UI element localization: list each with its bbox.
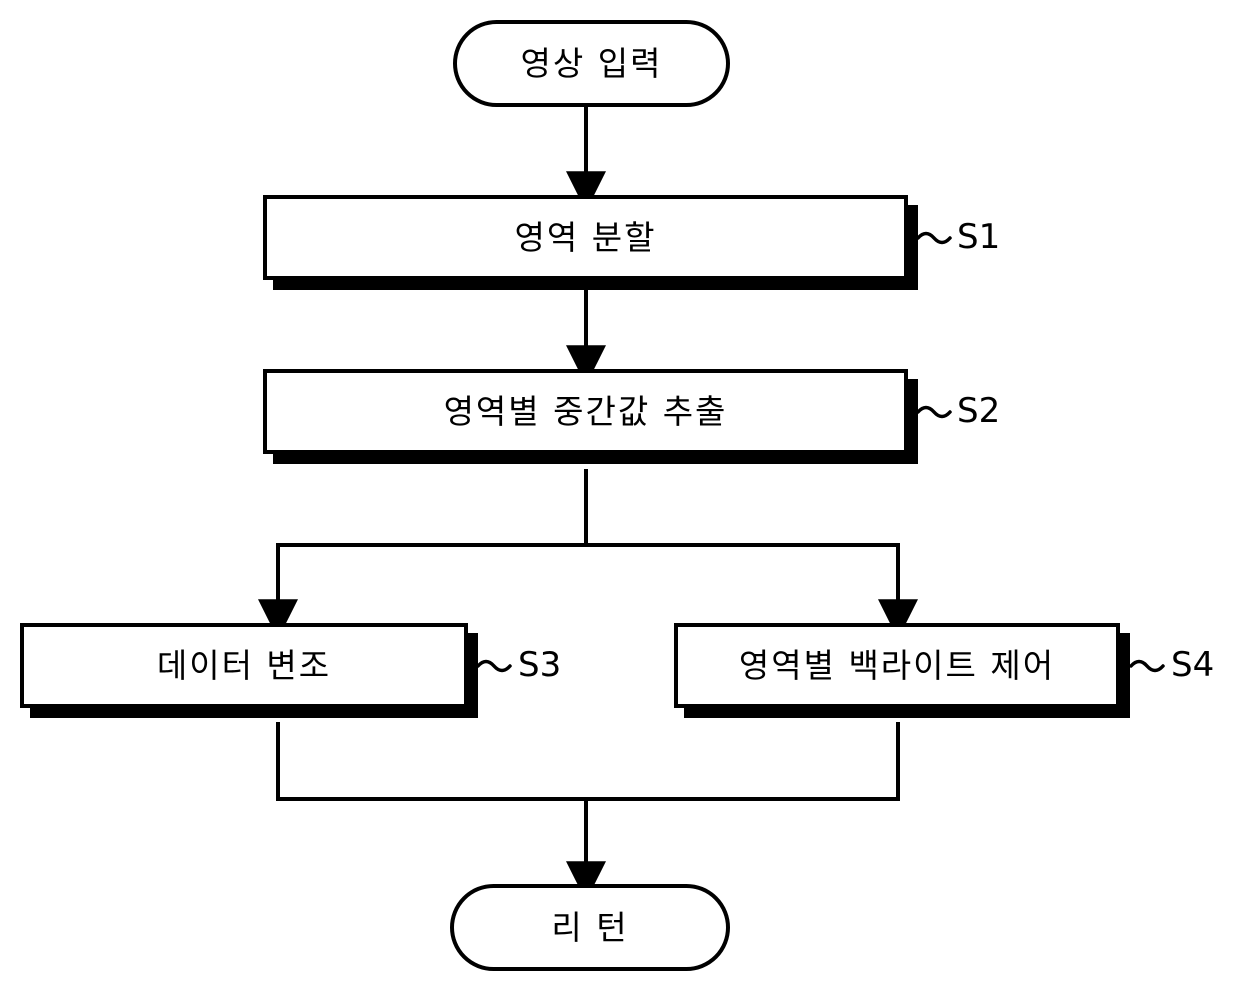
node-start-label: 영상 입력 xyxy=(520,44,663,83)
edge-s2-to-split-bus xyxy=(276,469,900,547)
node-end-label: 리 턴 xyxy=(551,908,629,947)
leader-line-s1 xyxy=(916,231,952,245)
node-s3-box: 데이터 변조 xyxy=(20,623,468,708)
leader-line-s2 xyxy=(916,405,952,419)
node-s2-box: 영역별 중간값 추출 xyxy=(263,369,908,454)
node-s1-region-division[interactable]: 영역 분할 xyxy=(263,195,918,290)
node-s2-median-extraction[interactable]: 영역별 중간값 추출 xyxy=(263,369,918,464)
node-s1-label: 영역 분할 xyxy=(514,218,657,257)
node-s4-label: 영역별 백라이트 제어 xyxy=(738,646,1056,685)
node-end-return[interactable]: 리 턴 xyxy=(450,884,730,971)
node-s4-box: 영역별 백라이트 제어 xyxy=(674,623,1120,708)
node-s4-backlight-control[interactable]: 영역별 백라이트 제어 xyxy=(674,623,1130,718)
node-s1-box: 영역 분할 xyxy=(263,195,908,280)
node-start-image-input[interactable]: 영상 입력 xyxy=(453,20,730,107)
leader-line-s3 xyxy=(476,659,512,673)
step-ref-s2: S2 xyxy=(957,391,1001,431)
leader-line-s4 xyxy=(1129,659,1165,673)
node-s3-data-modulation[interactable]: 데이터 변조 xyxy=(20,623,478,718)
step-ref-s4: S4 xyxy=(1171,645,1215,685)
node-s3-label: 데이터 변조 xyxy=(156,646,332,685)
node-s2-label: 영역별 중간값 추출 xyxy=(443,392,728,431)
edge-merge-bus xyxy=(276,722,900,801)
step-ref-s1: S1 xyxy=(957,217,1001,257)
step-ref-s3: S3 xyxy=(518,645,562,685)
